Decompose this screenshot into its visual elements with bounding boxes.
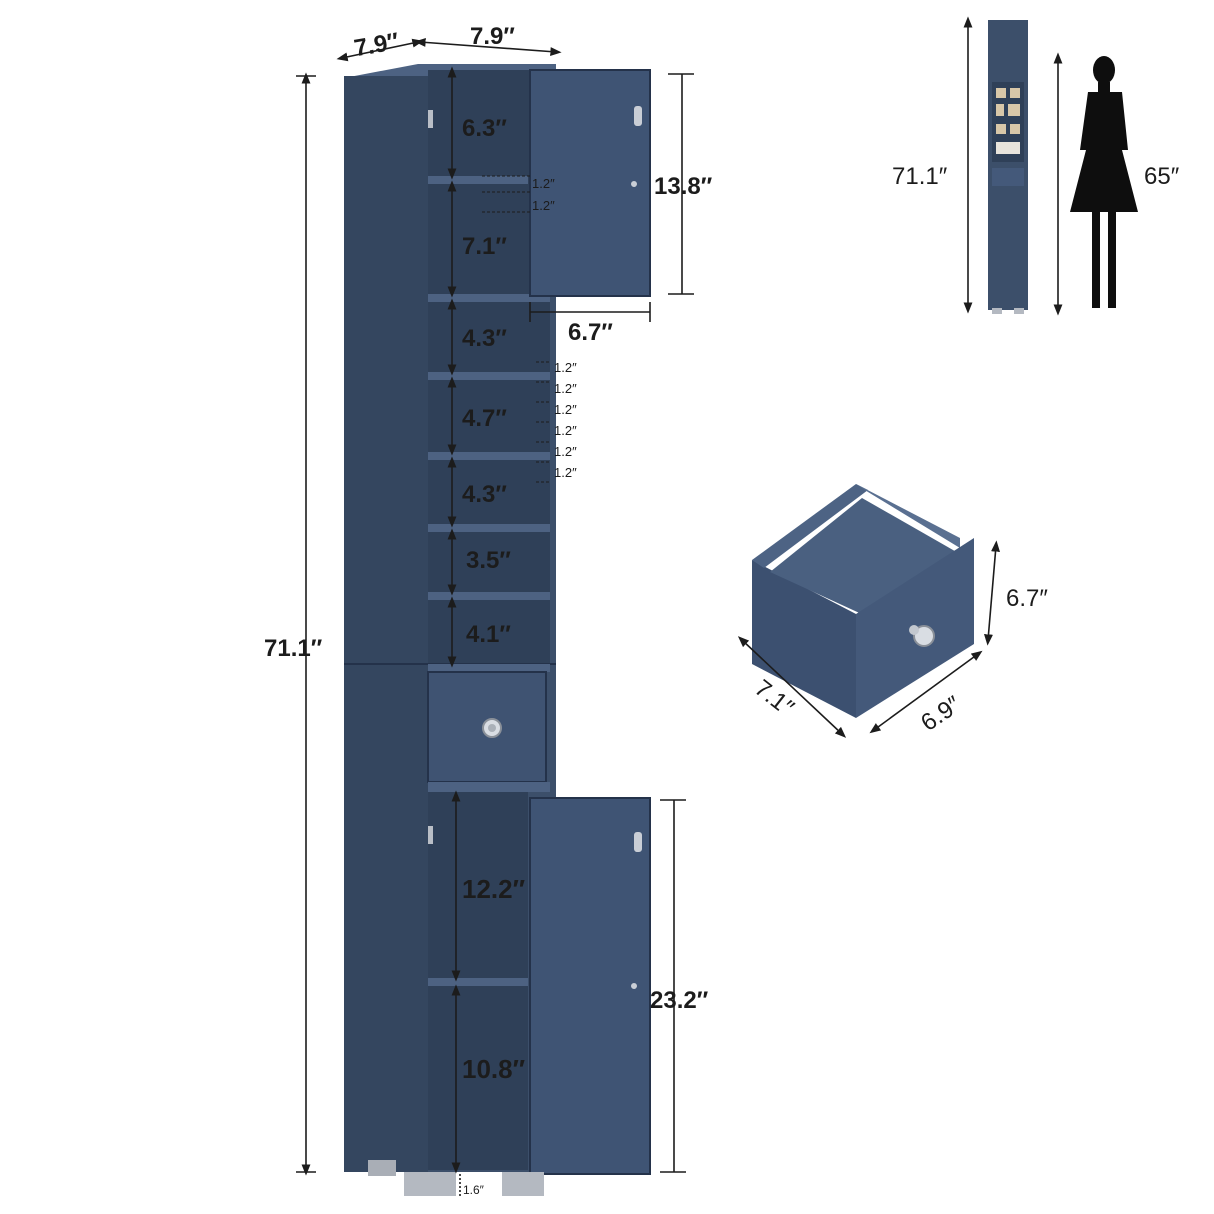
shelf [428,524,550,532]
drawer-detail: 6.7″ 7.1″ 6.9″ [737,484,1048,738]
dimension-lines [296,37,694,1196]
shelf-spacing-label: 1.2″ [532,198,555,213]
person-silhouette-icon [1070,56,1138,308]
hinge-icon [428,110,433,128]
cabinet-leg [368,1160,396,1176]
total-height-label: 71.1″ [264,635,323,662]
upper-door-magnet [634,106,642,126]
shelf-spacing-label: 1.2″ [554,402,577,417]
shelf-spacing-label: 1.2″ [554,360,577,375]
compartment-label: 6.3″ [462,115,507,142]
cabinet-leg [404,1172,456,1196]
top-depth-label: 7.9″ [352,28,401,62]
shelf [428,592,550,600]
shelf [428,782,550,792]
drawer-back-side [856,484,960,548]
cabinet-side-panel [344,76,428,1172]
mini-cabinet [988,20,1028,310]
shelf [428,372,550,380]
drawer-bottom [770,498,960,616]
compartment-label: 4.3″ [462,481,507,508]
reference-person-height-label: 65″ [1144,163,1180,190]
compartment-label: 4.3″ [462,325,507,352]
mini-cabinet-leg [992,308,1002,314]
drawer-knob-icon [909,625,935,647]
shelf [428,452,550,460]
main-cabinet-labels: 7.9″ 7.9″ 71.1″ 13.8″ 6.7″ 6.3″ 7.1″ 4.3… [264,23,713,1197]
main-cabinet [344,64,651,1196]
lower-door[interactable] [529,797,651,1175]
drawer-back [752,484,868,568]
lower-door-knob-icon[interactable] [631,983,637,989]
upper-door[interactable] [529,69,651,297]
compartment-label: 4.7″ [462,405,507,432]
upper-door-height-label: 13.8″ [654,173,713,200]
shelf [428,176,528,184]
lower-door-magnet [634,832,642,852]
cabinet-leg [502,1172,544,1196]
drawer-height-label: 6.7″ [1006,585,1048,612]
lower-door-height-label: 23.2″ [650,987,709,1014]
compartment-label: 3.5″ [466,547,511,574]
reference-cabinet-height-label: 71.1″ [892,163,948,190]
mini-shelf-items [996,88,1020,154]
upper-door-width-label: 6.7″ [568,319,613,346]
top-width-label: 7.9″ [470,23,515,50]
drawer-width-label: 6.9″ [916,691,966,737]
shelf [428,978,528,986]
hinge-icon [428,826,433,844]
drawer-knob-icon[interactable] [482,718,502,738]
shelf-spacing-label: 1.2″ [554,444,577,459]
shelf [428,294,550,302]
compartment-label: 4.1″ [466,621,511,648]
lower-compartment-label: 12.2″ [462,874,525,904]
shelf-spacing-label: 1.2″ [532,176,555,191]
shelf-spacing-label: 1.2″ [554,423,577,438]
shelf-pin-markers [482,175,550,483]
scale-reference: 71.1″ 65″ [892,16,1180,316]
shelf [428,664,550,672]
upper-door-knob-icon[interactable] [631,181,637,187]
mini-cabinet-leg [1014,308,1024,314]
compartment-label: 7.1″ [462,233,507,260]
leg-height-label: 1.6″ [463,1183,485,1197]
shelf-boards [428,176,550,672]
shelf-spacing-label: 1.2″ [554,465,577,480]
shelf-spacing-label: 1.2″ [554,381,577,396]
mini-drawer [992,168,1024,186]
lower-compartment-label: 10.8″ [462,1054,525,1084]
